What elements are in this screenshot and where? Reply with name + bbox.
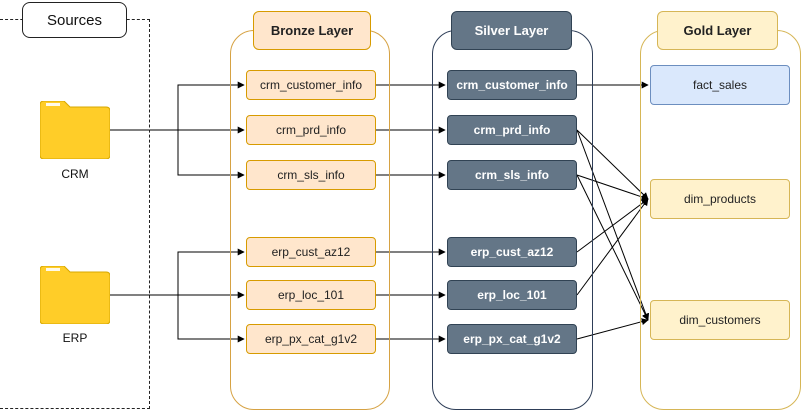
gold-table-fact-sales: fact_sales: [650, 65, 790, 105]
erp-source-label: ERP: [62, 331, 88, 345]
bronze-layer-title: Bronze Layer: [253, 11, 371, 50]
silver-table-erp-loc-101: erp_loc_101: [447, 280, 577, 310]
sources-group: [0, 19, 150, 409]
sources-title: Sources: [22, 2, 127, 38]
gold-table-dim-products: dim_products: [650, 179, 790, 219]
bronze-table-erp-loc-101: erp_loc_101: [246, 280, 376, 310]
silver-table-crm-prd-info: crm_prd_info: [447, 115, 577, 145]
bronze-table-erp-px-cat-g1v2: erp_px_cat_g1v2: [246, 324, 376, 354]
gold-table-dim-customers: dim_customers: [650, 300, 790, 340]
erp-source-edges: [110, 248, 245, 343]
gold-layer-title: Gold Layer: [657, 11, 778, 50]
crm-source-edges: [110, 81, 245, 179]
bronze-table-crm-prd-info: crm_prd_info: [246, 115, 376, 145]
silver-table-erp-px-cat-g1v2: erp_px_cat_g1v2: [447, 324, 577, 354]
crm-folder-icon: [40, 101, 110, 159]
silver-table-erp-cust-az12: erp_cust_az12: [447, 237, 577, 267]
silver-table-crm-sls-info: crm_sls_info: [447, 160, 577, 190]
silver-gold-edges: [576, 81, 650, 340]
bronze-table-crm-customer-info: crm_customer_info: [246, 70, 376, 100]
bronze-table-erp-cust-az12: erp_cust_az12: [246, 237, 376, 267]
erp-folder-icon: [40, 266, 110, 324]
silver-layer-title: Silver Layer: [451, 11, 572, 50]
silver-table-crm-customer-info: crm_customer_info: [447, 70, 577, 100]
bronze-table-crm-sls-info: crm_sls_info: [246, 160, 376, 190]
bronze-silver-edges: [376, 81, 446, 343]
crm-source-label: CRM: [61, 167, 89, 181]
